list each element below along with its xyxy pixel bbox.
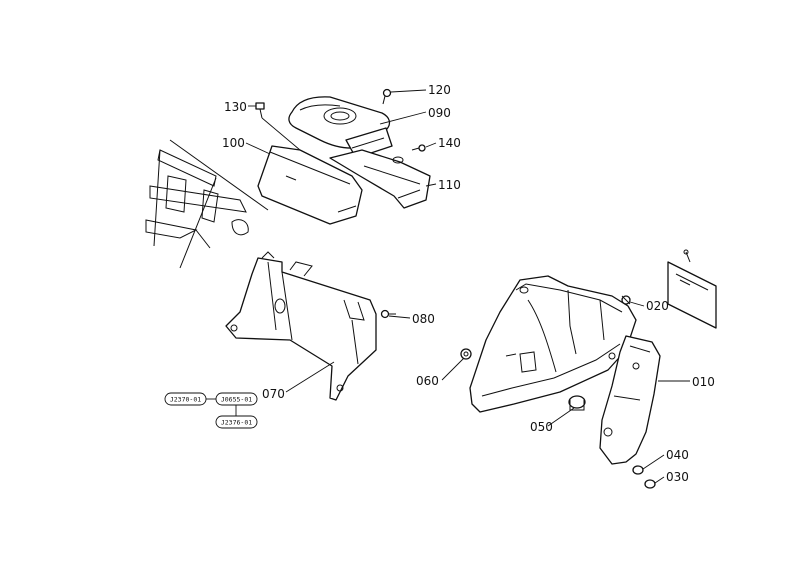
callout-080: 080 xyxy=(412,312,435,326)
ref-oval-left xyxy=(164,392,207,406)
part-100-side-cover xyxy=(257,145,363,225)
part-070-air-guide xyxy=(225,251,377,401)
callout-060: 060 xyxy=(416,374,439,388)
callout-labels: 120 090 140 110 130 100 080 070 060 050 … xyxy=(222,83,715,484)
label-plate xyxy=(667,249,717,329)
part-060-bolt xyxy=(460,348,472,360)
callout-110: 110 xyxy=(438,178,461,192)
part-130-bolt xyxy=(255,102,265,119)
frame-bracket-ghost xyxy=(145,139,269,269)
part-010-side-panel xyxy=(599,335,661,465)
ref-oval-middle xyxy=(215,392,258,406)
callout-130: 130 xyxy=(224,100,247,114)
ref-code-middle: J0655-01 xyxy=(221,396,252,404)
callout-050: 050 xyxy=(530,420,553,434)
main-housing xyxy=(469,275,637,413)
part-030-nut xyxy=(644,479,656,489)
part-080-bolt xyxy=(380,309,396,319)
ref-code-left: J2370-01 xyxy=(170,396,201,404)
callout-030: 030 xyxy=(666,470,689,484)
part-040-washer xyxy=(632,465,644,475)
callout-100: 100 xyxy=(222,136,245,150)
callout-070: 070 xyxy=(262,387,285,401)
part-050-cap xyxy=(568,395,586,411)
leader-lines xyxy=(245,89,690,484)
callout-010: 010 xyxy=(692,375,715,389)
callout-020: 020 xyxy=(646,299,669,313)
reference-codes: J2370-01 J0655-01 J2376-01 xyxy=(164,392,258,429)
callout-040: 040 xyxy=(666,448,689,462)
callout-140: 140 xyxy=(438,136,461,150)
callout-090: 090 xyxy=(428,106,451,120)
part-110-lower-shroud xyxy=(329,149,431,209)
part-140-screw xyxy=(411,144,426,152)
part-120-screw xyxy=(382,88,392,105)
ref-oval-bottom xyxy=(215,415,258,429)
part-090-top-shroud xyxy=(288,96,393,159)
ref-code-bottom: J2376-01 xyxy=(221,419,252,427)
callout-120: 120 xyxy=(428,83,451,97)
part-020-bolt xyxy=(621,295,631,305)
